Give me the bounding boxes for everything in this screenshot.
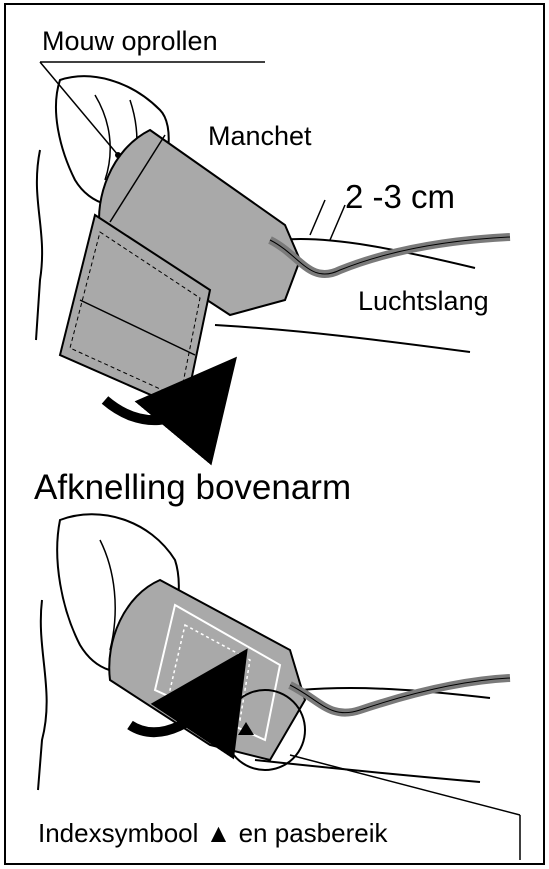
index-leader [290,755,520,815]
gap-marker-2 [330,205,345,240]
top-body-outline [36,150,42,340]
label-roll-up-sleeve: Mouw oprollen [42,28,218,55]
label-air-tube: Luchtslang [358,288,489,315]
top-figure [36,62,510,420]
bottom-air-tube [290,678,510,713]
bottom-figure [38,514,520,860]
gap-marker-1 [310,200,325,235]
label-gap-distance: 2 -3 cm [345,180,455,213]
label-index-symbol: Indexsymbool ▲ en pasbereik [38,820,387,846]
heading-upper-arm-constriction: Afknelling bovenarm [34,470,351,505]
top-forearm-lower [215,325,470,352]
top-wrap-arrow [105,395,205,420]
bottom-body-outline [38,600,47,790]
label-cuff: Manchet [208,123,312,150]
